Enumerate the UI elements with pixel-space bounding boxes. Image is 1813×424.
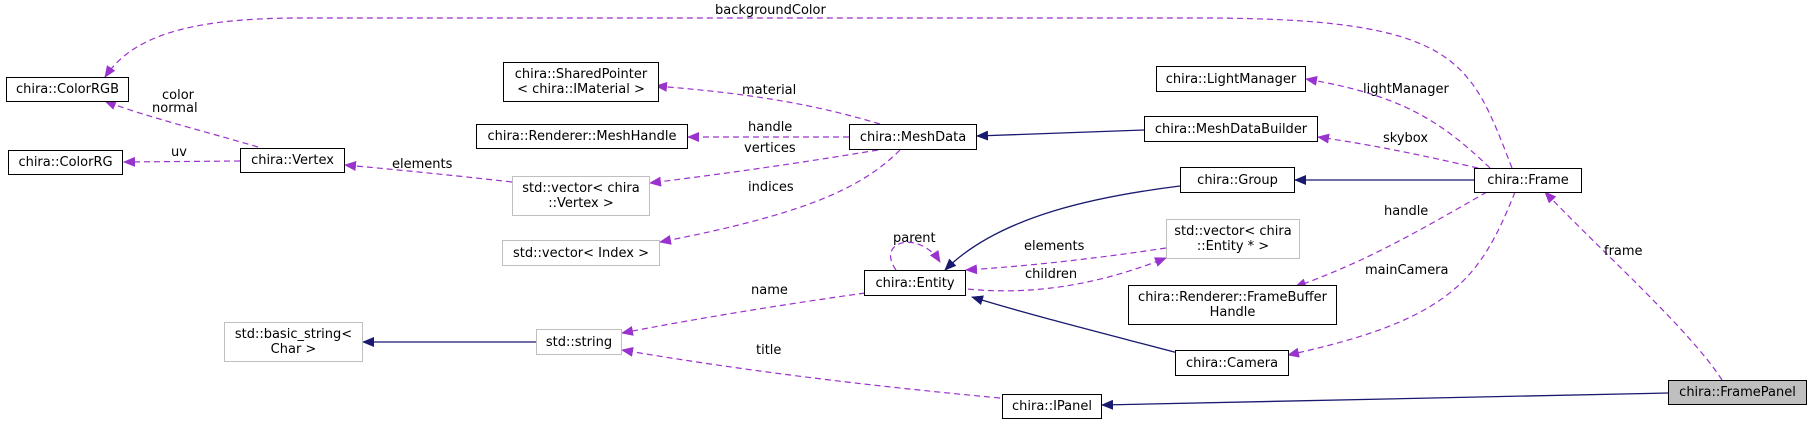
node-label: chira::IPanel [1012, 399, 1092, 414]
edge-ipanel-title [621, 346, 1001, 399]
edge-meshdata-indices [659, 149, 901, 245]
node-ipanel[interactable]: chira::IPanel [1002, 394, 1102, 419]
node-label-line-1: std::vector< chira [1174, 224, 1292, 239]
node-meshdata-builder[interactable]: chira::MeshDataBuilder [1144, 116, 1318, 142]
node-label: chira::MeshDataBuilder [1154, 121, 1308, 137]
node-label: std::string [545, 334, 613, 350]
edge-frame-lightmanager [1305, 75, 1491, 169]
node-light-manager[interactable]: chira::LightManager [1156, 66, 1306, 92]
edge-label-lightmanager: lightManager [1363, 82, 1449, 97]
edge-vertex-uv [123, 156, 241, 167]
edge-label-children: children [1025, 267, 1078, 282]
edge-label-parent: parent [893, 231, 936, 246]
node-mesh-handle[interactable]: chira::Renderer::MeshHandle [476, 124, 688, 149]
node-shared-pointer[interactable]: chira::SharedPointer < chira::IMaterial … [503, 62, 659, 102]
node-group[interactable]: chira::Group [1180, 167, 1295, 193]
edge-label-skybox: skybox [1383, 131, 1429, 146]
node-label: chira::ColorRGB [15, 82, 120, 97]
node-label: chira::Entity [875, 275, 955, 291]
node-label-line-2: Char > [270, 342, 317, 357]
edge-entity-children [957, 257, 1167, 292]
edge-label-color: color [162, 88, 195, 103]
edge-label-backgroundcolor: backgroundColor [715, 3, 826, 18]
node-label: chira::Camera [1185, 355, 1279, 371]
edge-entity-name [621, 292, 866, 336]
node-std-string[interactable]: std::string [536, 329, 622, 355]
node-label: chira::ColorRG [18, 155, 113, 170]
node-frame[interactable]: chira::Frame [1474, 168, 1582, 193]
edge-vec-entity-elements [965, 247, 1167, 275]
edge-label-handle-mesh: handle [748, 120, 793, 135]
node-framebuffer-handle[interactable]: chira::Renderer::FrameBuffer Handle [1128, 285, 1337, 325]
edge-meshdatabuilder-to-meshdata [976, 129, 1145, 141]
edge-label-frame: frame [1604, 244, 1643, 259]
node-label: chira::Frame [1487, 173, 1569, 188]
node-basic-string[interactable]: std::basic_string< Char > [224, 322, 363, 362]
node-colorrgb[interactable]: chira::ColorRGB [6, 77, 129, 102]
edge-frame-backgroundcolor [104, 17, 1513, 169]
edge-frame-maincamera [1287, 191, 1516, 358]
edge-meshdata-vertices [649, 149, 879, 187]
edge-label-uv: uv [171, 145, 187, 160]
edge-label-name: name [751, 283, 788, 298]
edge-framepanel-to-ipanel [1101, 392, 1669, 410]
node-label-line-1: chira::Renderer::FrameBuffer [1138, 290, 1327, 305]
node-label: chira::Vertex [251, 153, 334, 168]
node-label: chira::Renderer::MeshHandle [487, 129, 677, 144]
edge-label-normal: normal [152, 101, 198, 116]
node-label-line-1: chira::SharedPointer [514, 67, 648, 82]
node-label-line-2: Handle [1209, 305, 1256, 320]
node-camera[interactable]: chira::Camera [1175, 350, 1289, 376]
edge-label-vertices: vertices [744, 141, 796, 156]
edge-group-to-entity [944, 185, 1181, 271]
node-vector-entity[interactable]: std::vector< chira ::Entity * > [1166, 219, 1300, 259]
edge-frame-skybox [1317, 133, 1479, 169]
node-colorrg[interactable]: chira::ColorRG [8, 150, 123, 175]
edge-vec-vertex-elements [344, 161, 513, 183]
edge-label-handle-frame: handle [1384, 204, 1429, 219]
edge-framepanel-frame [1544, 191, 1723, 381]
node-vector-index[interactable]: std::vector< Index > [502, 240, 660, 266]
node-label-line-1: std::vector< chira [522, 181, 640, 196]
node-label: chira::LightManager [1165, 71, 1297, 87]
node-label: chira::Group [1197, 172, 1278, 188]
node-label-line-2: ::Vertex > [548, 196, 614, 211]
node-entity[interactable]: chira::Entity [864, 270, 966, 296]
node-label-line-2: ::Entity * > [1196, 239, 1270, 254]
node-label: chira::FramePanel [1679, 385, 1796, 400]
node-framepanel[interactable]: chira::FramePanel [1668, 380, 1807, 405]
edge-label-title: title [756, 343, 782, 358]
node-label: chira::MeshData [859, 129, 967, 145]
node-label-line-2: < chira::IMaterial > [517, 82, 645, 97]
node-label-line-1: std::basic_string< [234, 327, 353, 342]
node-vertex[interactable]: chira::Vertex [240, 148, 345, 173]
edge-entity-parent [889, 241, 941, 271]
edge-label-material: material [742, 83, 797, 98]
edge-label-indices: indices [748, 180, 794, 195]
edge-vertex-color-normal [104, 100, 259, 148]
node-label: std::vector< Index > [513, 245, 649, 261]
node-vector-vertex[interactable]: std::vector< chira ::Vertex > [512, 176, 650, 216]
node-meshdata[interactable]: chira::MeshData [849, 124, 977, 150]
edge-label-elements-entity: elements [1024, 239, 1085, 254]
edge-meshdata-material [655, 81, 881, 125]
edge-label-elements-vertex: elements [392, 157, 453, 172]
edge-label-maincamera: mainCamera [1365, 263, 1449, 278]
edge-camera-to-entity [971, 295, 1179, 354]
